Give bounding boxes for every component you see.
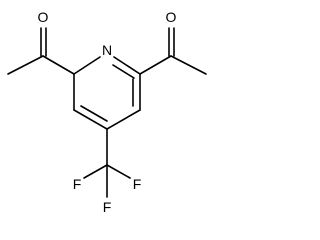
chemical-structure-diagram: N O O F F F <box>7 9 207 215</box>
atom-label-oxygen-right: O <box>166 9 177 25</box>
pyridine-ring <box>73 56 141 130</box>
bond-c2-carbonyl-left <box>42 55 75 75</box>
bond-n1-c2 <box>73 56 101 75</box>
bond-c3-c4-double <box>80 105 108 122</box>
bond-n1-c6-double <box>112 64 135 79</box>
left-acetyl-group <box>7 27 75 75</box>
trifluoromethyl-group <box>83 128 131 198</box>
bond-carbonyl-methyl-right <box>170 55 207 75</box>
atom-label-nitrogen: N <box>102 42 112 58</box>
bond-cf3-f-right <box>106 164 131 179</box>
atom-label-fluorine-right: F <box>133 176 142 192</box>
atom-label-oxygen-left: O <box>38 9 49 25</box>
right-acetyl-group <box>139 27 207 75</box>
bond-cf3-f-left <box>83 164 108 179</box>
bond-c4-c5 <box>106 109 141 130</box>
bond-c6-carbonyl-right <box>139 55 172 75</box>
bond-c3-c4 <box>73 109 108 130</box>
bond-carbonyl-methyl-left <box>7 55 44 75</box>
atom-label-fluorine-left: F <box>73 176 82 192</box>
bond-n1-c6 <box>113 56 141 75</box>
atom-label-fluorine-bottom: F <box>103 199 112 215</box>
